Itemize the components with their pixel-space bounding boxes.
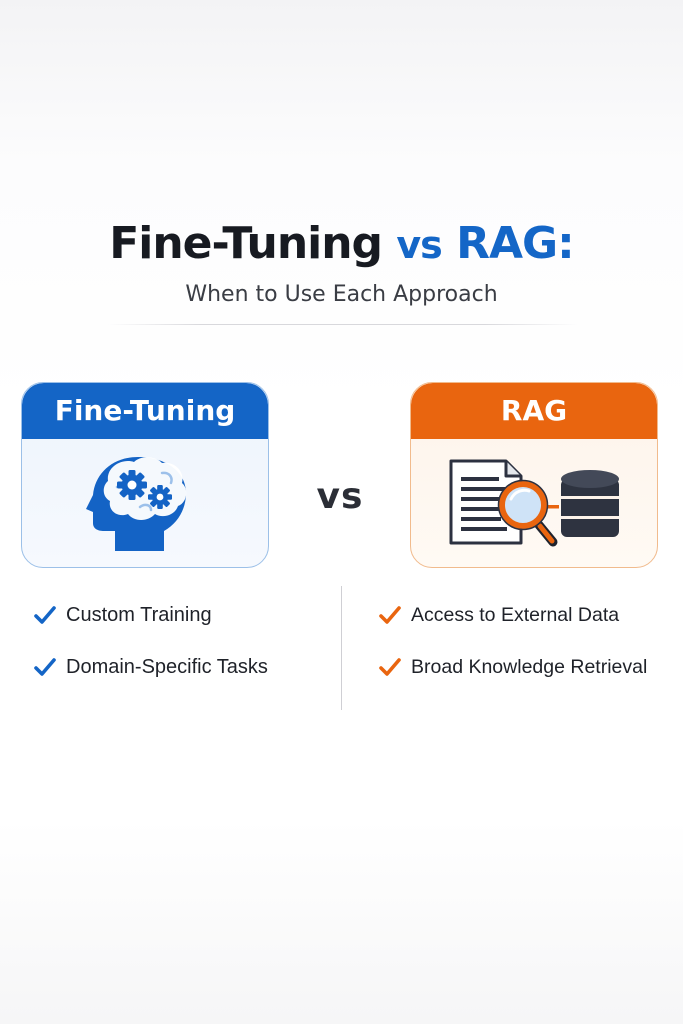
list-item: Access to External Data	[379, 600, 619, 630]
title-vs: vs	[396, 223, 442, 267]
list-item: Custom Training	[34, 600, 212, 630]
page-title: Fine-Tuning vs RAG:	[0, 218, 683, 269]
vs-label: vs	[316, 476, 364, 517]
check-icon	[379, 606, 401, 624]
list-item-label: Broad Knowledge Retrieval	[411, 655, 648, 678]
fine-tuning-card-heading: Fine-Tuning	[22, 383, 268, 439]
check-icon	[379, 658, 401, 676]
brain-gears-icon	[86, 457, 187, 551]
list-item-label: Domain-Specific Tasks	[66, 655, 268, 678]
list-item: Broad Knowledge Retrieval	[379, 652, 647, 682]
document-search-database-icon	[449, 459, 619, 547]
list-item-label: Custom Training	[66, 603, 212, 626]
title-fine-tuning: Fine-Tuning	[109, 218, 383, 269]
magnifier-icon	[497, 479, 558, 547]
database-icon	[561, 470, 619, 537]
page-subtitle: When to Use Each Approach	[185, 282, 498, 307]
check-icon	[34, 606, 56, 624]
list-item: Domain-Specific Tasks	[34, 652, 268, 682]
list-item-label: Access to External Data	[411, 603, 620, 626]
column-divider	[341, 586, 342, 710]
rag-card: RAG	[410, 382, 658, 568]
rag-card-heading: RAG	[411, 383, 657, 439]
fine-tuning-card: Fine-Tuning	[21, 382, 269, 568]
check-icon	[34, 658, 56, 676]
title-rag: RAG:	[456, 218, 575, 269]
title-divider	[108, 324, 578, 325]
